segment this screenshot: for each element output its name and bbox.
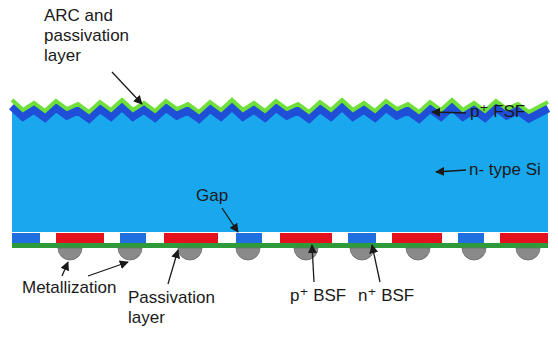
passivation-label: Passivation layer — [128, 288, 228, 328]
arc-label: ARC and passivation layer — [44, 6, 154, 66]
n-type-wafer — [12, 108, 548, 232]
doped-region — [120, 233, 146, 243]
doped-region — [392, 233, 442, 243]
doped-region — [12, 233, 40, 243]
metal-contact — [516, 248, 540, 260]
metallization-label: Metallization — [22, 278, 142, 298]
doped-region — [236, 233, 262, 243]
arc-passivation-layer — [12, 100, 548, 112]
metal-contact — [462, 248, 486, 260]
doped-region — [348, 233, 376, 243]
metal-contact — [350, 248, 374, 260]
doped-region — [500, 233, 548, 243]
substrate-label: n- type Si — [469, 160, 555, 180]
doped-region — [164, 233, 218, 243]
metal-contacts — [58, 248, 540, 260]
metal-contact — [118, 248, 142, 260]
doped-region — [458, 233, 484, 243]
gap-label: Gap — [196, 186, 246, 206]
p-bsf-label: p⁺ BSF — [290, 286, 354, 306]
metal-contact — [178, 248, 202, 260]
metal-contact — [406, 248, 430, 260]
metal-contact — [236, 248, 260, 260]
fsf-label: p⁺ FSF — [470, 102, 554, 122]
metal-contact — [58, 248, 82, 260]
rear-passivation-layer — [12, 243, 548, 248]
doped-region — [280, 233, 332, 243]
metal-contact — [294, 248, 318, 260]
rear-doping-regions — [12, 233, 548, 243]
leader-arrows — [62, 72, 466, 284]
doped-region — [56, 233, 104, 243]
n-bsf-label: n⁺ BSF — [358, 286, 422, 306]
